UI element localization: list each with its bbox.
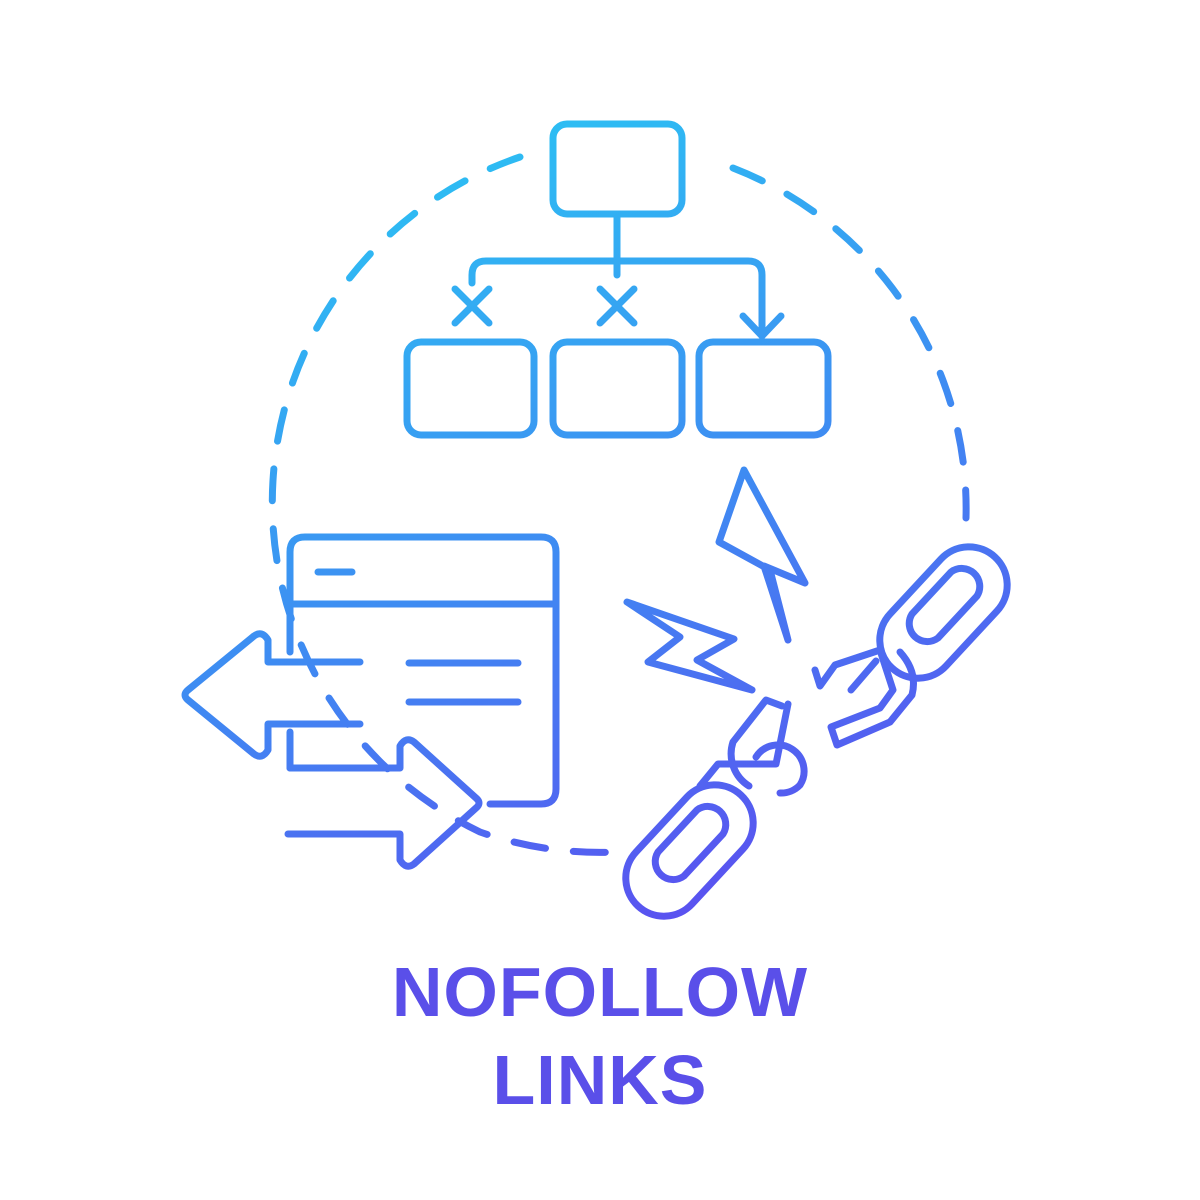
title-line-1: NOFOLLOW <box>391 953 809 1031</box>
hierarchy-diagram-icon <box>403 120 832 439</box>
outgoing-arrow-icon <box>181 630 364 760</box>
lightning-bolt-icon <box>623 466 809 694</box>
web-page-icon <box>286 533 560 808</box>
title-line-2: LINKS <box>492 1041 708 1119</box>
dashed-circle-right <box>729 164 970 522</box>
broken-chain-icon <box>622 543 1011 920</box>
dashed-circle <box>268 153 621 856</box>
blocked-link-x-icon <box>451 285 638 327</box>
incoming-arrow-icon <box>284 736 483 870</box>
